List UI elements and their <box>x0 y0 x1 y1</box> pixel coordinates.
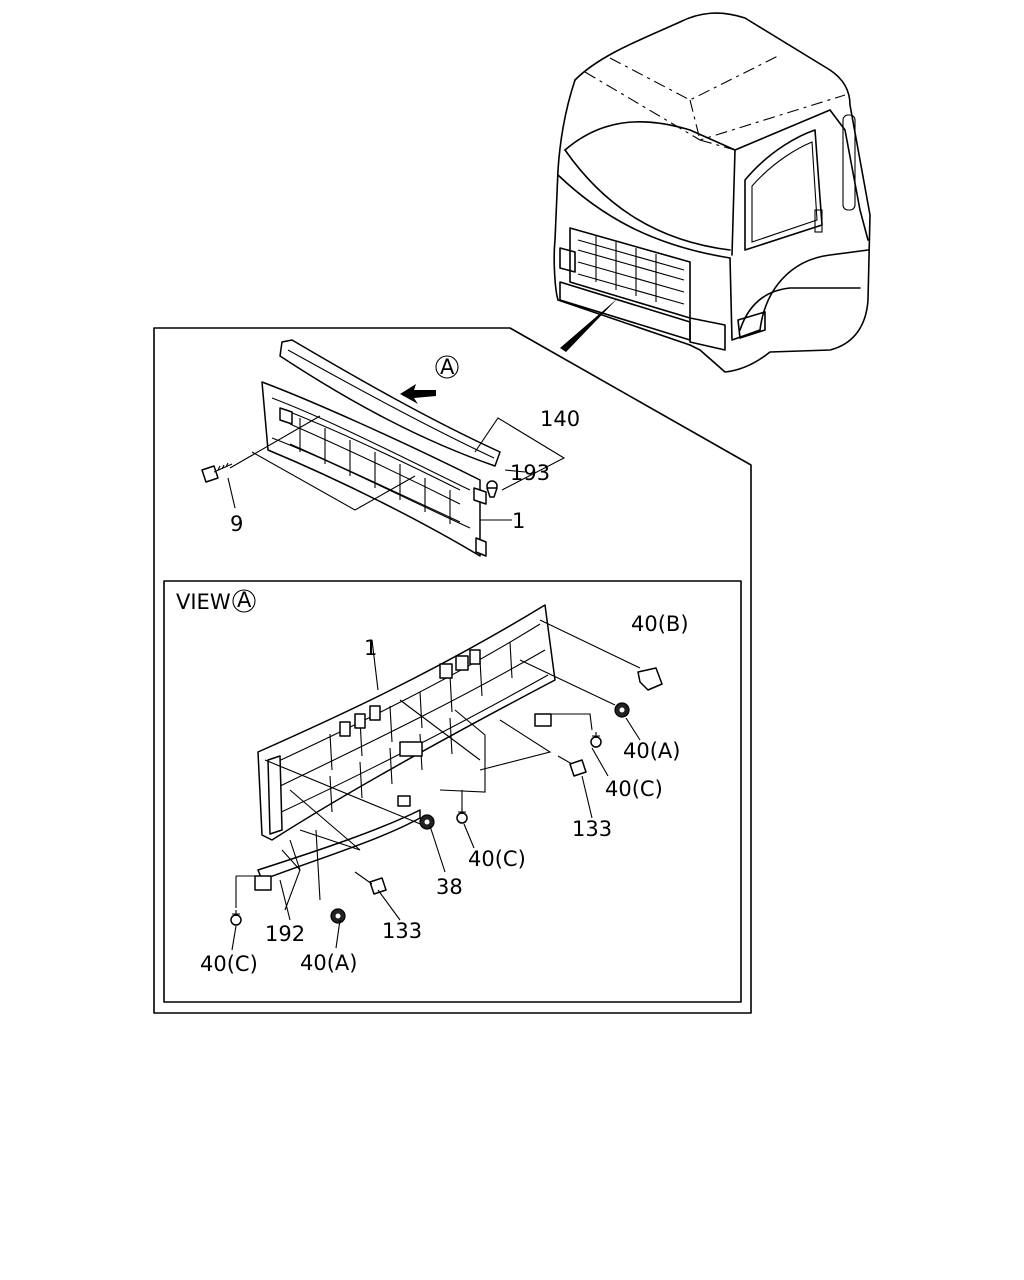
label-193: 193 <box>510 461 550 485</box>
label-1-view: 1 <box>364 636 377 660</box>
bolt-icon <box>354 871 387 895</box>
screw-icon <box>456 808 468 824</box>
label-40A-left: 40(A) <box>300 951 357 975</box>
grille-exploded-view <box>201 339 566 557</box>
view-arrow-marker-label: A <box>440 355 455 379</box>
bold-arrow-icon <box>400 384 436 404</box>
view-title-marker-circle <box>232 589 256 613</box>
label-1-top: 1 <box>512 509 525 533</box>
label-40A-right: 40(A) <box>623 739 680 763</box>
screw-icon <box>590 732 602 748</box>
label-9: 9 <box>230 512 243 536</box>
label-40C-right: 40(C) <box>605 777 663 801</box>
label-40B: 40(B) <box>631 612 689 636</box>
clip-icon <box>637 667 663 691</box>
screw-icon <box>230 910 242 926</box>
nut-icon <box>614 702 630 718</box>
truck-cab <box>553 12 871 373</box>
label-140: 140 <box>540 407 580 431</box>
bolt-icon <box>557 755 587 777</box>
label-133-left: 133 <box>382 919 422 943</box>
label-192: 192 <box>265 922 305 946</box>
label-38: 38 <box>436 875 463 899</box>
view-title-marker: A <box>237 588 252 612</box>
label-133-right: 133 <box>572 817 612 841</box>
outer-frame <box>153 327 752 1014</box>
front-grille-1 <box>261 381 481 557</box>
label-40C-left: 40(C) <box>200 952 258 976</box>
view-title: VIEW <box>176 590 231 614</box>
bracket-192 <box>257 809 421 881</box>
bolt-icon <box>201 462 233 483</box>
grille-rear-view <box>230 604 663 951</box>
clip-icon <box>486 480 498 498</box>
view-box <box>163 580 742 1003</box>
view-marker-circle <box>435 355 459 379</box>
nut-icon <box>419 814 435 830</box>
label-40C-mid: 40(C) <box>468 847 526 871</box>
callout-labels: A 140 193 9 1 VIEW A 1 40(B) 40(A) 40(C)… <box>176 355 689 976</box>
nut-icon <box>330 908 346 924</box>
